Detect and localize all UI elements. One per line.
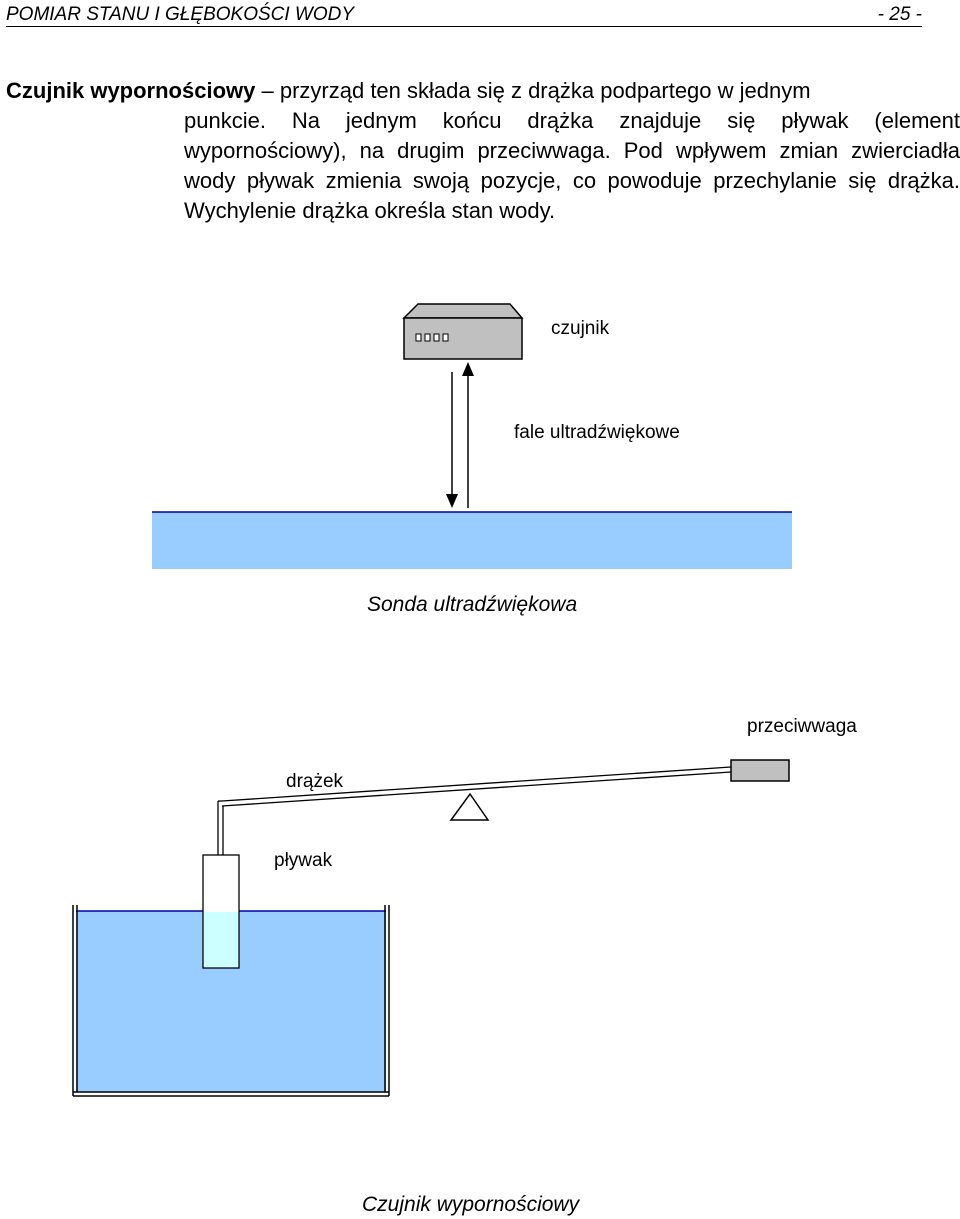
first-line-text: przyrząd ten składa się z drążka podpart… [279, 78, 811, 103]
label-rod: drążek [286, 771, 344, 792]
ultrasonic-wave-arrows [446, 362, 474, 508]
description-paragraph: Czujnik wypornościowy – przyrząd ten skł… [6, 76, 960, 226]
label-float: pływak [274, 850, 333, 871]
paragraph-body: punkcie. Na jednym końcu drążka znajduje… [184, 108, 960, 223]
label-ultrasonic-waves: fale ultradźwiękowe [514, 422, 680, 443]
water-body-ultrasonic [152, 511, 792, 569]
label-sensor: czujnik [551, 318, 610, 339]
float [202, 854, 240, 969]
ultrasonic-sensor-device [402, 303, 524, 360]
lever-rod [217, 766, 732, 856]
caption-float-sensor: Czujnik wypornościowy [362, 1193, 580, 1216]
fulcrum [449, 792, 490, 821]
page-header: POMIAR STANU I GŁĘBOKOŚCI WODY - 25 - [6, 4, 922, 27]
label-counterweight: przeciwwaga [747, 716, 857, 737]
term-dash: – [255, 78, 280, 103]
paragraph-first-line: Czujnik wypornościowy – przyrząd ten skł… [6, 76, 960, 106]
header-title: POMIAR STANU I GŁĘBOKOŚCI WODY [6, 4, 355, 25]
caption-ultrasonic-probe: Sonda ultradźwiękowa [367, 593, 578, 616]
counterweight [730, 759, 790, 782]
term-bold: Czujnik wypornościowy [6, 78, 256, 103]
page-number: - 25 - [877, 4, 922, 25]
